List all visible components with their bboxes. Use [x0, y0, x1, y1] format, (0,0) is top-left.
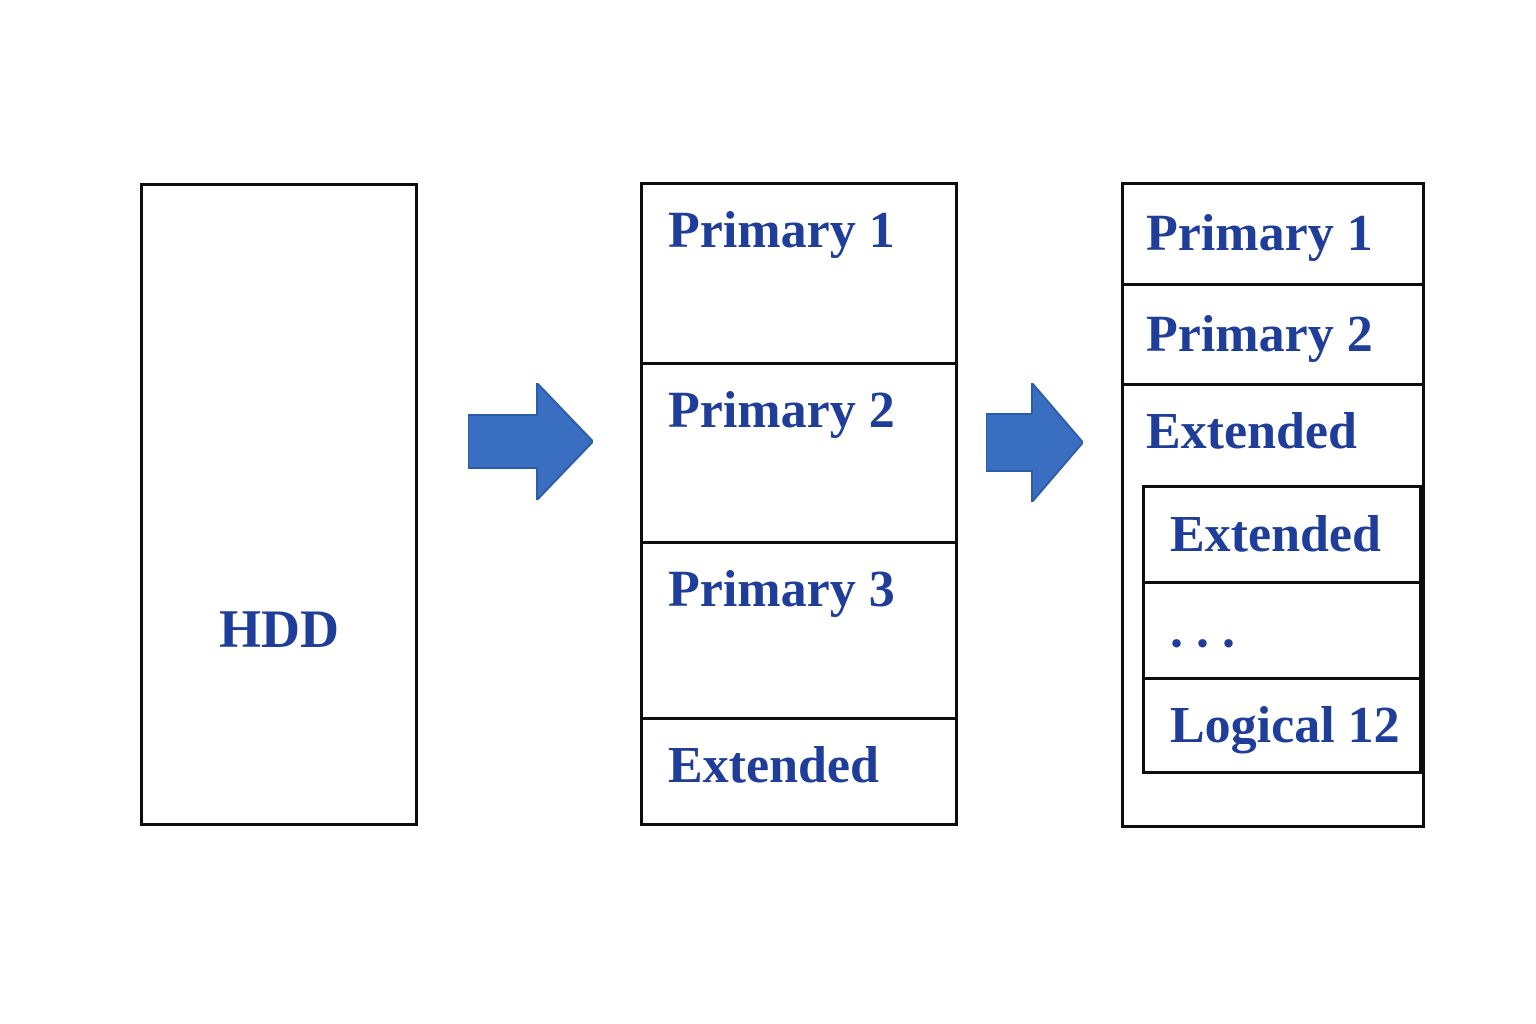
partition-label: Logical 12	[1170, 696, 1400, 754]
partition-primary-2: Primary 2	[1124, 286, 1422, 386]
partition-label: Primary 2	[668, 382, 895, 439]
right-arrow-icon	[468, 383, 593, 500]
partition-primary-2: Primary 2	[643, 365, 955, 544]
partition-label: Extended	[668, 737, 879, 794]
nested-logical-12: Logical 12	[1145, 680, 1419, 771]
partition-label: Primary 3	[668, 561, 895, 618]
partition-label: Primary 2	[1146, 305, 1373, 363]
nested-extended: Extended	[1145, 488, 1419, 584]
ellipsis-label: . . .	[1170, 601, 1235, 659]
partition-primary-1: Primary 1	[1124, 185, 1422, 286]
right-arrow-icon	[986, 383, 1083, 502]
logical-partitions-box: Extended . . . Logical 12	[1142, 485, 1422, 774]
partition-label: Extended	[1146, 403, 1357, 460]
partition-primary-3: Primary 3	[643, 544, 955, 720]
partition-label: Primary 1	[668, 202, 895, 259]
mbr-partitions-box: Primary 1 Primary 2 Primary 3 Extended	[640, 182, 958, 826]
partition-primary-1: Primary 1	[643, 185, 955, 365]
hdd-box: HDD	[140, 183, 418, 826]
partition-label: Primary 1	[1146, 205, 1373, 262]
extended-detail-box: Primary 1 Primary 2 Extended Extended . …	[1121, 182, 1425, 828]
nested-ellipsis: . . .	[1145, 584, 1419, 680]
partition-extended: Extended	[643, 720, 955, 823]
hdd-label: HDD	[219, 599, 339, 659]
partition-label: Extended	[1170, 505, 1381, 563]
partition-extended: Extended Extended . . . Logical 12	[1124, 386, 1422, 825]
